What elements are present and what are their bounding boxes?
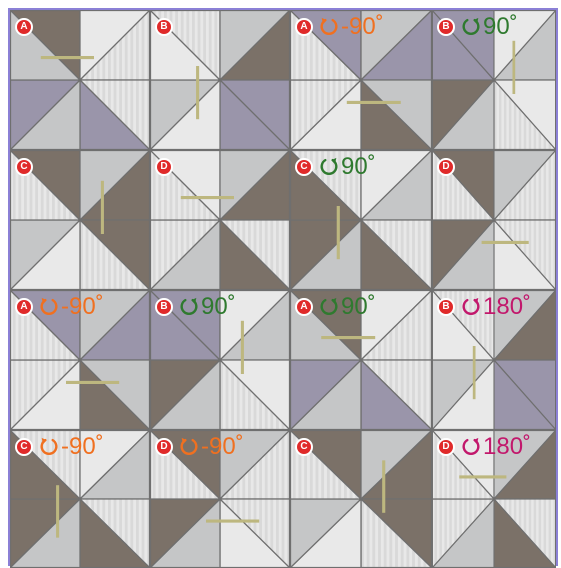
rotation-label: 90˚ xyxy=(178,294,236,320)
rotate-clockwise-icon xyxy=(460,436,482,458)
tile-letter-badge: B xyxy=(155,18,173,36)
tile-letter-badge: C xyxy=(295,158,313,176)
rotate-clockwise-icon xyxy=(178,296,200,318)
rotation-degrees: -90˚ xyxy=(61,434,104,460)
rotation-label: -90˚ xyxy=(178,434,244,460)
tile-d: D xyxy=(432,150,556,290)
rotation-degrees: 180˚ xyxy=(483,434,531,460)
tile-letter-badge: D xyxy=(155,438,173,456)
rotation-degrees: -90˚ xyxy=(201,434,244,460)
rotate-clockwise-icon xyxy=(318,296,340,318)
rotation-label: -90˚ xyxy=(38,294,104,320)
tile-letter-badge: A xyxy=(15,298,33,316)
rotate-counterclockwise-icon xyxy=(38,296,60,318)
tile-c: C xyxy=(290,430,432,568)
tile-letter-badge: B xyxy=(437,298,455,316)
tile-a: A -90˚ xyxy=(10,290,150,430)
tile-letter-badge: A xyxy=(15,18,33,36)
rotation-degrees: 90˚ xyxy=(341,294,376,320)
rotation-degrees: 90˚ xyxy=(483,14,518,40)
tile-b: B xyxy=(150,10,290,150)
rotation-label: 90˚ xyxy=(318,294,376,320)
tile-b: B 180˚ xyxy=(432,290,556,430)
tile-letter-badge: C xyxy=(15,438,33,456)
rotation-degrees: 90˚ xyxy=(341,154,376,180)
tile-c: C 90˚ xyxy=(290,150,432,290)
tile-a: A xyxy=(10,10,150,150)
rotate-counterclockwise-icon xyxy=(178,436,200,458)
tile-letter-badge: A xyxy=(295,18,313,36)
tile-layout-board: A B A -90˚ B 90˚ C D C 90˚ D A -90˚ B 90˚ A 90˚ B 180˚ C -90… xyxy=(8,8,558,566)
tile-d: D 180˚ xyxy=(432,430,556,568)
tile-b: B 90˚ xyxy=(150,290,290,430)
rotation-degrees: -90˚ xyxy=(341,14,384,40)
rotation-label: 90˚ xyxy=(318,154,376,180)
tile-b: B 90˚ xyxy=(432,10,556,150)
tile-letter-badge: C xyxy=(295,438,313,456)
tile-letter-badge: D xyxy=(437,158,455,176)
rotation-label: -90˚ xyxy=(38,434,104,460)
tile-c: C -90˚ xyxy=(10,430,150,568)
rotate-clockwise-icon xyxy=(460,296,482,318)
tile-letter-badge: C xyxy=(15,158,33,176)
rotate-clockwise-icon xyxy=(318,156,340,178)
tile-a: A 90˚ xyxy=(290,290,432,430)
rotate-counterclockwise-icon xyxy=(318,16,340,38)
tile-letter-badge: A xyxy=(295,298,313,316)
rotate-clockwise-icon xyxy=(460,16,482,38)
rotation-label: 90˚ xyxy=(460,14,518,40)
tile-letter-badge: D xyxy=(155,158,173,176)
rotation-degrees: 90˚ xyxy=(201,294,236,320)
rotation-label: 180˚ xyxy=(460,294,531,320)
rotation-label: -90˚ xyxy=(318,14,384,40)
tile-letter-badge: D xyxy=(437,438,455,456)
tile-letter-badge: B xyxy=(155,298,173,316)
rotation-degrees: -90˚ xyxy=(61,294,104,320)
tile-c: C xyxy=(10,150,150,290)
rotation-label: 180˚ xyxy=(460,434,531,460)
rotation-degrees: 180˚ xyxy=(483,294,531,320)
tile-letter-badge: B xyxy=(437,18,455,36)
tile-d: D xyxy=(150,150,290,290)
tile-d: D -90˚ xyxy=(150,430,290,568)
tile-a: A -90˚ xyxy=(290,10,432,150)
rotate-counterclockwise-icon xyxy=(38,436,60,458)
